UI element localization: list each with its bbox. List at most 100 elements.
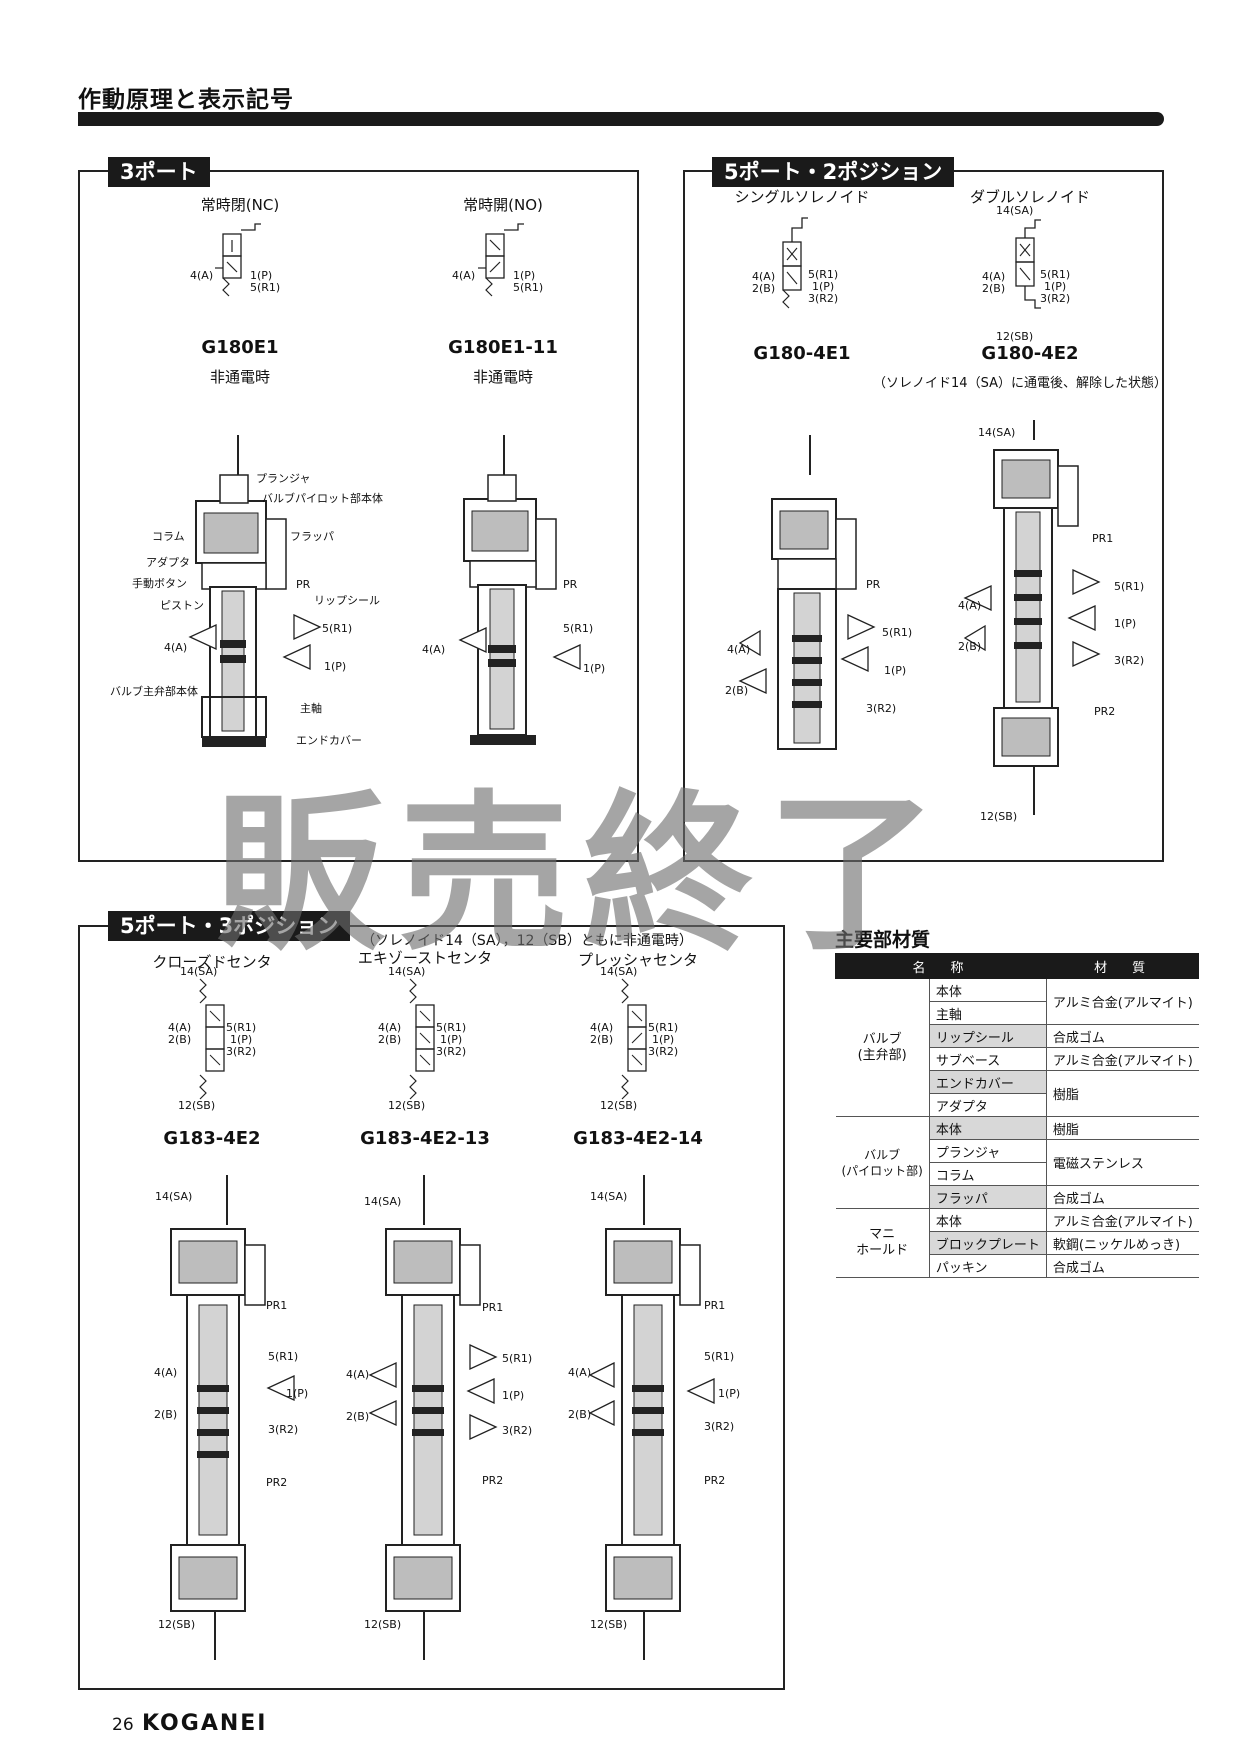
port-label: PR [563,578,578,591]
group-cell: バルブ(パイロット部) [835,1116,930,1209]
flow-arrows [963,568,1101,668]
flow-arrows [266,1374,295,1402]
port-label: 1(P) [583,662,606,675]
port-label: 4(A) [190,269,214,282]
port-label: 1(P) [502,1389,525,1402]
port-label: 14(SA) [978,426,1016,439]
model-number: G180-4E2 [981,343,1079,364]
part-label: バルブ主弁部本体 [110,685,198,698]
col-heading: 常時閉(NC) [200,196,280,214]
part-name: サブベース [929,1047,1047,1071]
col-heading: シングルソレノイド [734,188,870,206]
model-number: G183-4E2-14 [573,1128,703,1149]
port-label: PR2 [482,1474,504,1487]
port-label: 3(R2) [648,1045,679,1058]
port-label: 1(P) [1114,617,1137,630]
port-label: PR [296,578,311,591]
col-heading: エキゾーストセンタ [357,949,493,967]
valve-symbol-double [1015,219,1041,309]
part-label: リップシール [314,594,380,607]
port-label: 3(R2) [502,1424,533,1437]
col-heading: クローズドセンタ [152,953,272,971]
port-label: 4(A) [958,599,982,612]
material-value: アルミ合金(アルマイト) [1046,1047,1199,1071]
material-value: アルミ合金(アルマイト) [1046,978,1199,1025]
part-name: アダプタ [929,1093,1047,1117]
discontinued-watermark: 販売終了 [215,776,952,974]
model-number: G180-4E1 [753,343,851,364]
cross-section-pressure-center [605,1175,701,1660]
port-label: 1(P) [250,269,273,282]
port-label: 1(P) [718,1387,741,1400]
flow-arrows [368,1343,498,1441]
flow-arrows [738,613,876,695]
port-label: 5(R1) [808,268,839,281]
port-label: PR2 [704,1474,726,1487]
model-number: G180E1 [201,337,279,358]
port-label: 1(P) [324,660,347,673]
port-label: 5(R1) [436,1021,467,1034]
col-heading: ダブルソレノイド [969,188,1091,206]
port-label: 12(SB) [364,1618,402,1631]
port-label: 2(B) [568,1408,592,1421]
port-label: 1(P) [230,1033,253,1046]
state-label: 非通電時 [472,368,534,386]
port-label: 3(R2) [1114,654,1145,667]
port-label: PR1 [704,1299,726,1312]
port-label: 2(B) [154,1408,178,1421]
table-header: 名 称 [835,953,1047,979]
brand-logo: KOGANEI [142,1711,268,1736]
part-name: パッキン [929,1254,1047,1278]
port-label: 1(P) [652,1033,675,1046]
group-cell: マニホールド [835,1208,930,1278]
port-label: 2(B) [725,684,749,697]
port-label: 3(R2) [704,1420,735,1433]
port-label: 4(A) [164,641,188,654]
panel-5port-3pos [78,925,785,1690]
flow-arrows [588,1361,715,1427]
part-name: コラム [929,1162,1047,1186]
col-heading: プレッシャセンタ [577,951,699,969]
port-label: 1(P) [812,280,835,293]
panel-5port-2pos-tag: 5ポート・2ポジション [712,157,955,187]
port-label: 5(R1) [704,1350,735,1363]
port-label: 4(A) [422,643,446,656]
part-name: 主軸 [929,1001,1047,1025]
port-label: 5(R1) [1040,268,1071,281]
port-label: 4(A) [752,270,776,283]
port-label: PR1 [266,1299,288,1312]
flow-arrows [458,626,581,671]
valve-symbol-single [782,217,808,309]
port-label: 4(A) [154,1366,178,1379]
port-label: 2(B) [958,640,982,653]
port-label: 3(R2) [226,1045,257,1058]
port-label: 3(R2) [808,292,839,305]
model-number: G180E1-11 [448,337,558,358]
port-label: 1(P) [884,664,907,677]
materials-table: 名 称 材 質 バルブ(主弁部) 本体 アルミ合金(アルマイト) 主軸 リップシ… [835,953,1200,1278]
port-label: 14(SA) [155,1190,193,1203]
port-label: 14(SA) [388,965,426,978]
part-label: アダプタ [146,556,190,569]
port-label: PR1 [482,1301,504,1314]
port-label: 4(A) [168,1021,192,1034]
port-label: 12(SB) [388,1099,426,1112]
valve-symbol-nc [215,223,261,297]
part-name: フラッパ [929,1185,1047,1209]
col-heading: 常時開(NO) [463,196,543,214]
material-value: 樹脂 [1046,1070,1199,1117]
flow-arrows [188,613,322,671]
port-label: 2(B) [378,1033,402,1046]
port-label: 12(SB) [980,810,1018,823]
port-label: 2(B) [168,1033,192,1046]
model-number: G183-4E2-13 [360,1128,490,1149]
port-label: 4(A) [982,270,1006,283]
port-label: 12(SB) [178,1099,216,1112]
part-label: ピストン [160,599,204,612]
state-label: 非通電時 [209,368,271,386]
port-label: 12(SB) [600,1099,638,1112]
port-label: PR [866,578,881,591]
material-value: 合成ゴム [1046,1185,1199,1209]
port-label: 1(P) [1044,280,1067,293]
part-label: 手動ボタン [132,577,187,590]
